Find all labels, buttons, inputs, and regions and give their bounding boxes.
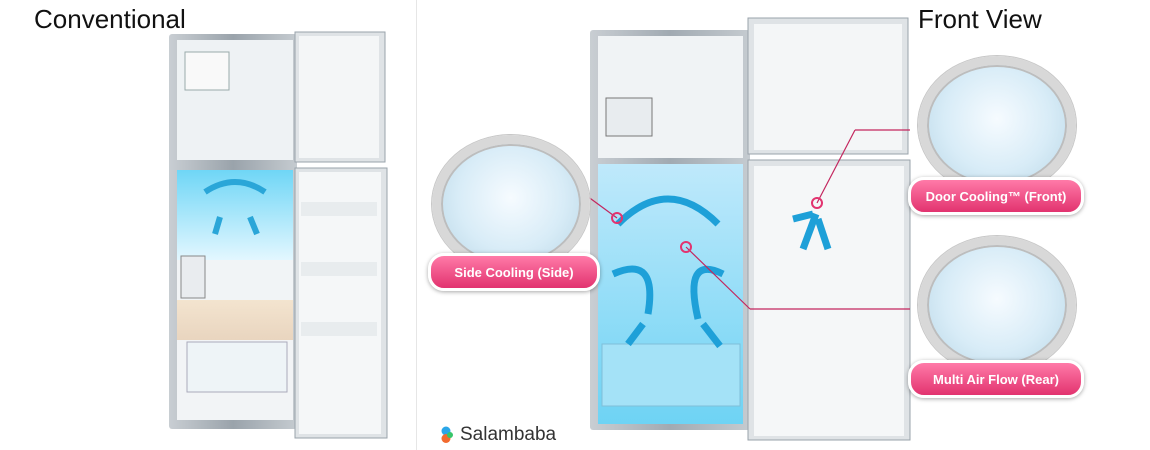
right-title: Front View bbox=[918, 4, 1042, 34]
salambaba-wordmark: Salambaba bbox=[460, 424, 557, 445]
multi-air-flow-label: Multi Air Flow (Rear) bbox=[908, 360, 1084, 398]
front-view-fridge-image bbox=[590, 17, 911, 441]
door-cooling-detail-circle bbox=[918, 56, 1076, 194]
panel-divider bbox=[416, 0, 417, 450]
side-cooling-detail-circle bbox=[432, 135, 590, 273]
left-title: Conventional bbox=[34, 4, 186, 34]
conventional-fridge-image bbox=[169, 31, 388, 439]
salambaba-logo: Salambaba bbox=[438, 424, 556, 446]
salambaba-logo-icon bbox=[441, 426, 453, 443]
side-cooling-label: Side Cooling (Side) bbox=[428, 253, 600, 291]
rear-airflow-detail-circle bbox=[918, 236, 1076, 374]
door-cooling-label: Door Cooling™ (Front) bbox=[908, 177, 1084, 215]
